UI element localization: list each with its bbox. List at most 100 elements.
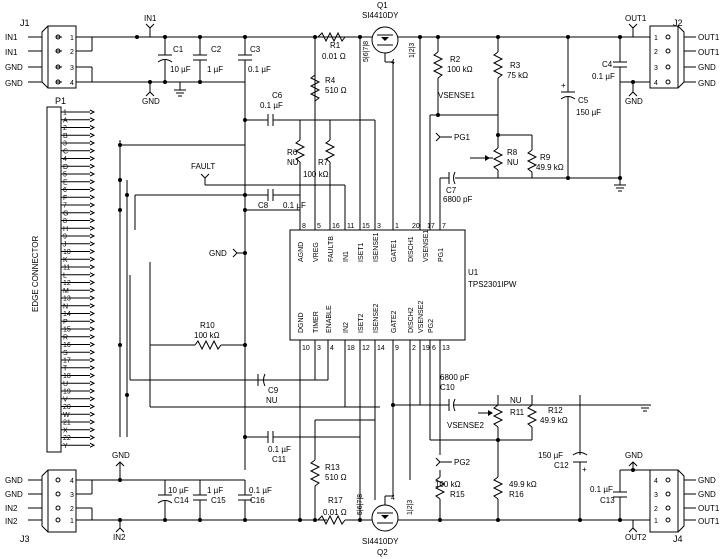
p1-pin-arrow: [89, 342, 96, 347]
u1-top-pin-name: FAULTB: [328, 236, 335, 262]
edge-connector-p1: P1 EDGE CONNECTOR 1A2B3C4D5E6F7G8H9J10K1…: [31, 96, 96, 453]
c10-value: 6800 pF: [440, 373, 469, 382]
r9-value: 49.9 kΩ: [536, 163, 564, 172]
j3-pin-2: 2: [70, 506, 74, 513]
j2-ref: J2: [673, 18, 683, 28]
u1-top-pin-name: DISCH1: [408, 236, 415, 262]
p1-pin-arrow: [89, 419, 96, 425]
u1-bottom-pin-number: 12: [362, 345, 370, 352]
j4-label-2: GND: [698, 490, 716, 499]
j1-pin-3: 3: [70, 65, 74, 72]
r10-ref: R10: [200, 321, 215, 330]
p1-pin-label: 7: [63, 203, 67, 210]
r12-ref: R12: [548, 406, 563, 415]
p1-pin-arrow: [89, 249, 96, 254]
j3-label-1: GND: [5, 476, 23, 485]
c15-value: 1 µF: [207, 486, 223, 495]
p1-pin-label: 6: [63, 187, 67, 194]
p1-pin-label: 15: [63, 327, 71, 334]
p1-pin-label: 11: [63, 265, 70, 272]
p1-pin-arrow: [89, 194, 96, 200]
c6-value: 0.1 µF: [260, 101, 283, 110]
p1-pin-label: 17: [63, 358, 71, 365]
j4-pin-4: 4: [654, 478, 658, 485]
pg1-network: PG1 R8 NU R9 49.9 kΩ C7 6800 pF: [435, 115, 620, 205]
p1-pin-arrow: [89, 295, 96, 301]
net-gnd-j1: GND: [142, 97, 160, 106]
u1-bottom-pin-number: 4: [330, 345, 334, 352]
p1-pin-label: C: [63, 148, 68, 155]
p1-pin-arrow: [89, 187, 96, 192]
p1-pin-arrow: [89, 163, 96, 169]
c3-ref: C3: [250, 45, 261, 54]
output2-network: 100 kΩ R15 49.9 kΩ R16 R13 510 Ω 0.1 µF …: [245, 395, 650, 520]
edge-wiring: [118, 140, 380, 437]
u1-top-pin-number: 3: [377, 223, 381, 230]
r11-ref: R11: [510, 408, 525, 417]
c8-ref: C8: [258, 201, 269, 210]
r17-value: 0.01 Ω: [323, 508, 347, 517]
p1-pin-label: X: [63, 427, 68, 434]
j2-pin-3: 3: [654, 65, 658, 72]
u1-top-pin-number: 17: [427, 223, 435, 230]
p1-pin-label: Y: [63, 443, 68, 450]
c14-value: 10 µF: [168, 486, 189, 495]
p1-pin-label: H: [63, 226, 68, 233]
q2-ref: Q2: [377, 548, 388, 557]
q1-pins-source: 1|2|3: [409, 43, 416, 58]
c2-ref: C2: [211, 45, 222, 54]
q1-pin-gate: 4: [391, 59, 395, 66]
p1-pin-arrow: [89, 404, 96, 409]
ic-u1: U1 TPS2301IPW 8AGND5VREG16FAULTB11IN115I…: [289, 223, 517, 352]
p1-pin-label: P: [63, 319, 68, 326]
u1-bottom-pin-name: PG2: [428, 319, 435, 333]
j1-label-3: GND: [5, 63, 23, 72]
c3-value: 0.1 µF: [248, 65, 271, 74]
r16-value: 49.9 kΩ: [509, 480, 537, 489]
j1-shell: [41, 25, 49, 89]
p1-pin-arrow: [89, 388, 96, 394]
u1-top-pin-name: GATE1: [391, 239, 398, 262]
u1-body: [289, 229, 466, 341]
u1-bottom-pin-name: DGND: [298, 312, 305, 333]
j4-pin-1: 1: [654, 518, 658, 525]
r16-ref: R16: [509, 490, 524, 499]
u1-bottom-pin-number: 6: [432, 345, 436, 352]
p1-pin-arrow: [89, 256, 96, 262]
output1-caps: + C5 150 µF C4 0.1 µF GND: [560, 37, 650, 192]
net-out1-top: OUT1: [625, 14, 647, 23]
j1-ref: J1: [20, 18, 30, 28]
p1-pin-label: 8: [63, 218, 67, 225]
r15-ref: R15: [450, 490, 465, 499]
u1-bottom-pin-number: 9: [395, 345, 399, 352]
p1-pin-arrow: [89, 373, 96, 378]
u1-bottom-pin-number: 13: [442, 345, 450, 352]
u1-top-pin-name: ISENSE1: [373, 232, 380, 262]
net-vsense2: VSENSE2: [447, 421, 484, 430]
p1-pin-label: K: [63, 257, 68, 264]
j3-pin-4: 4: [70, 478, 74, 485]
p1-pin-label: F: [63, 195, 67, 202]
p1-pin-arrow: [89, 132, 96, 138]
u1-bottom-pin-name: ISENSE2: [373, 303, 380, 333]
u1-bottom-pin-number: 10: [302, 345, 310, 352]
p1-pin-label: 19: [63, 389, 71, 396]
u1-top-pin-number: 15: [362, 223, 370, 230]
u1-top-pin-number: 11: [347, 223, 354, 230]
net-pg1: PG1: [454, 133, 471, 142]
r3-value: 75 kΩ: [507, 71, 528, 80]
u1-top-pin-name: PG1: [438, 248, 445, 262]
p1-ref: P1: [55, 96, 66, 106]
mosfet-q1: Q1 SI4410DY 5|6|7|8 1|2|3 4: [327, 1, 420, 205]
p1-pin-label: 22: [63, 435, 71, 442]
q1-ref: Q1: [377, 1, 388, 10]
c6-ref: C6: [272, 91, 283, 100]
c15-ref: C15: [211, 496, 226, 505]
j4-ref: J4: [673, 534, 683, 544]
j2-pin-1: 1: [654, 35, 658, 42]
r17-ref: R17: [328, 496, 343, 505]
r6-value: NU: [287, 158, 299, 167]
j3-label-4: IN2: [5, 517, 18, 526]
c12-value: 150 µF: [538, 451, 563, 460]
j4-pin-3: 3: [654, 492, 658, 499]
